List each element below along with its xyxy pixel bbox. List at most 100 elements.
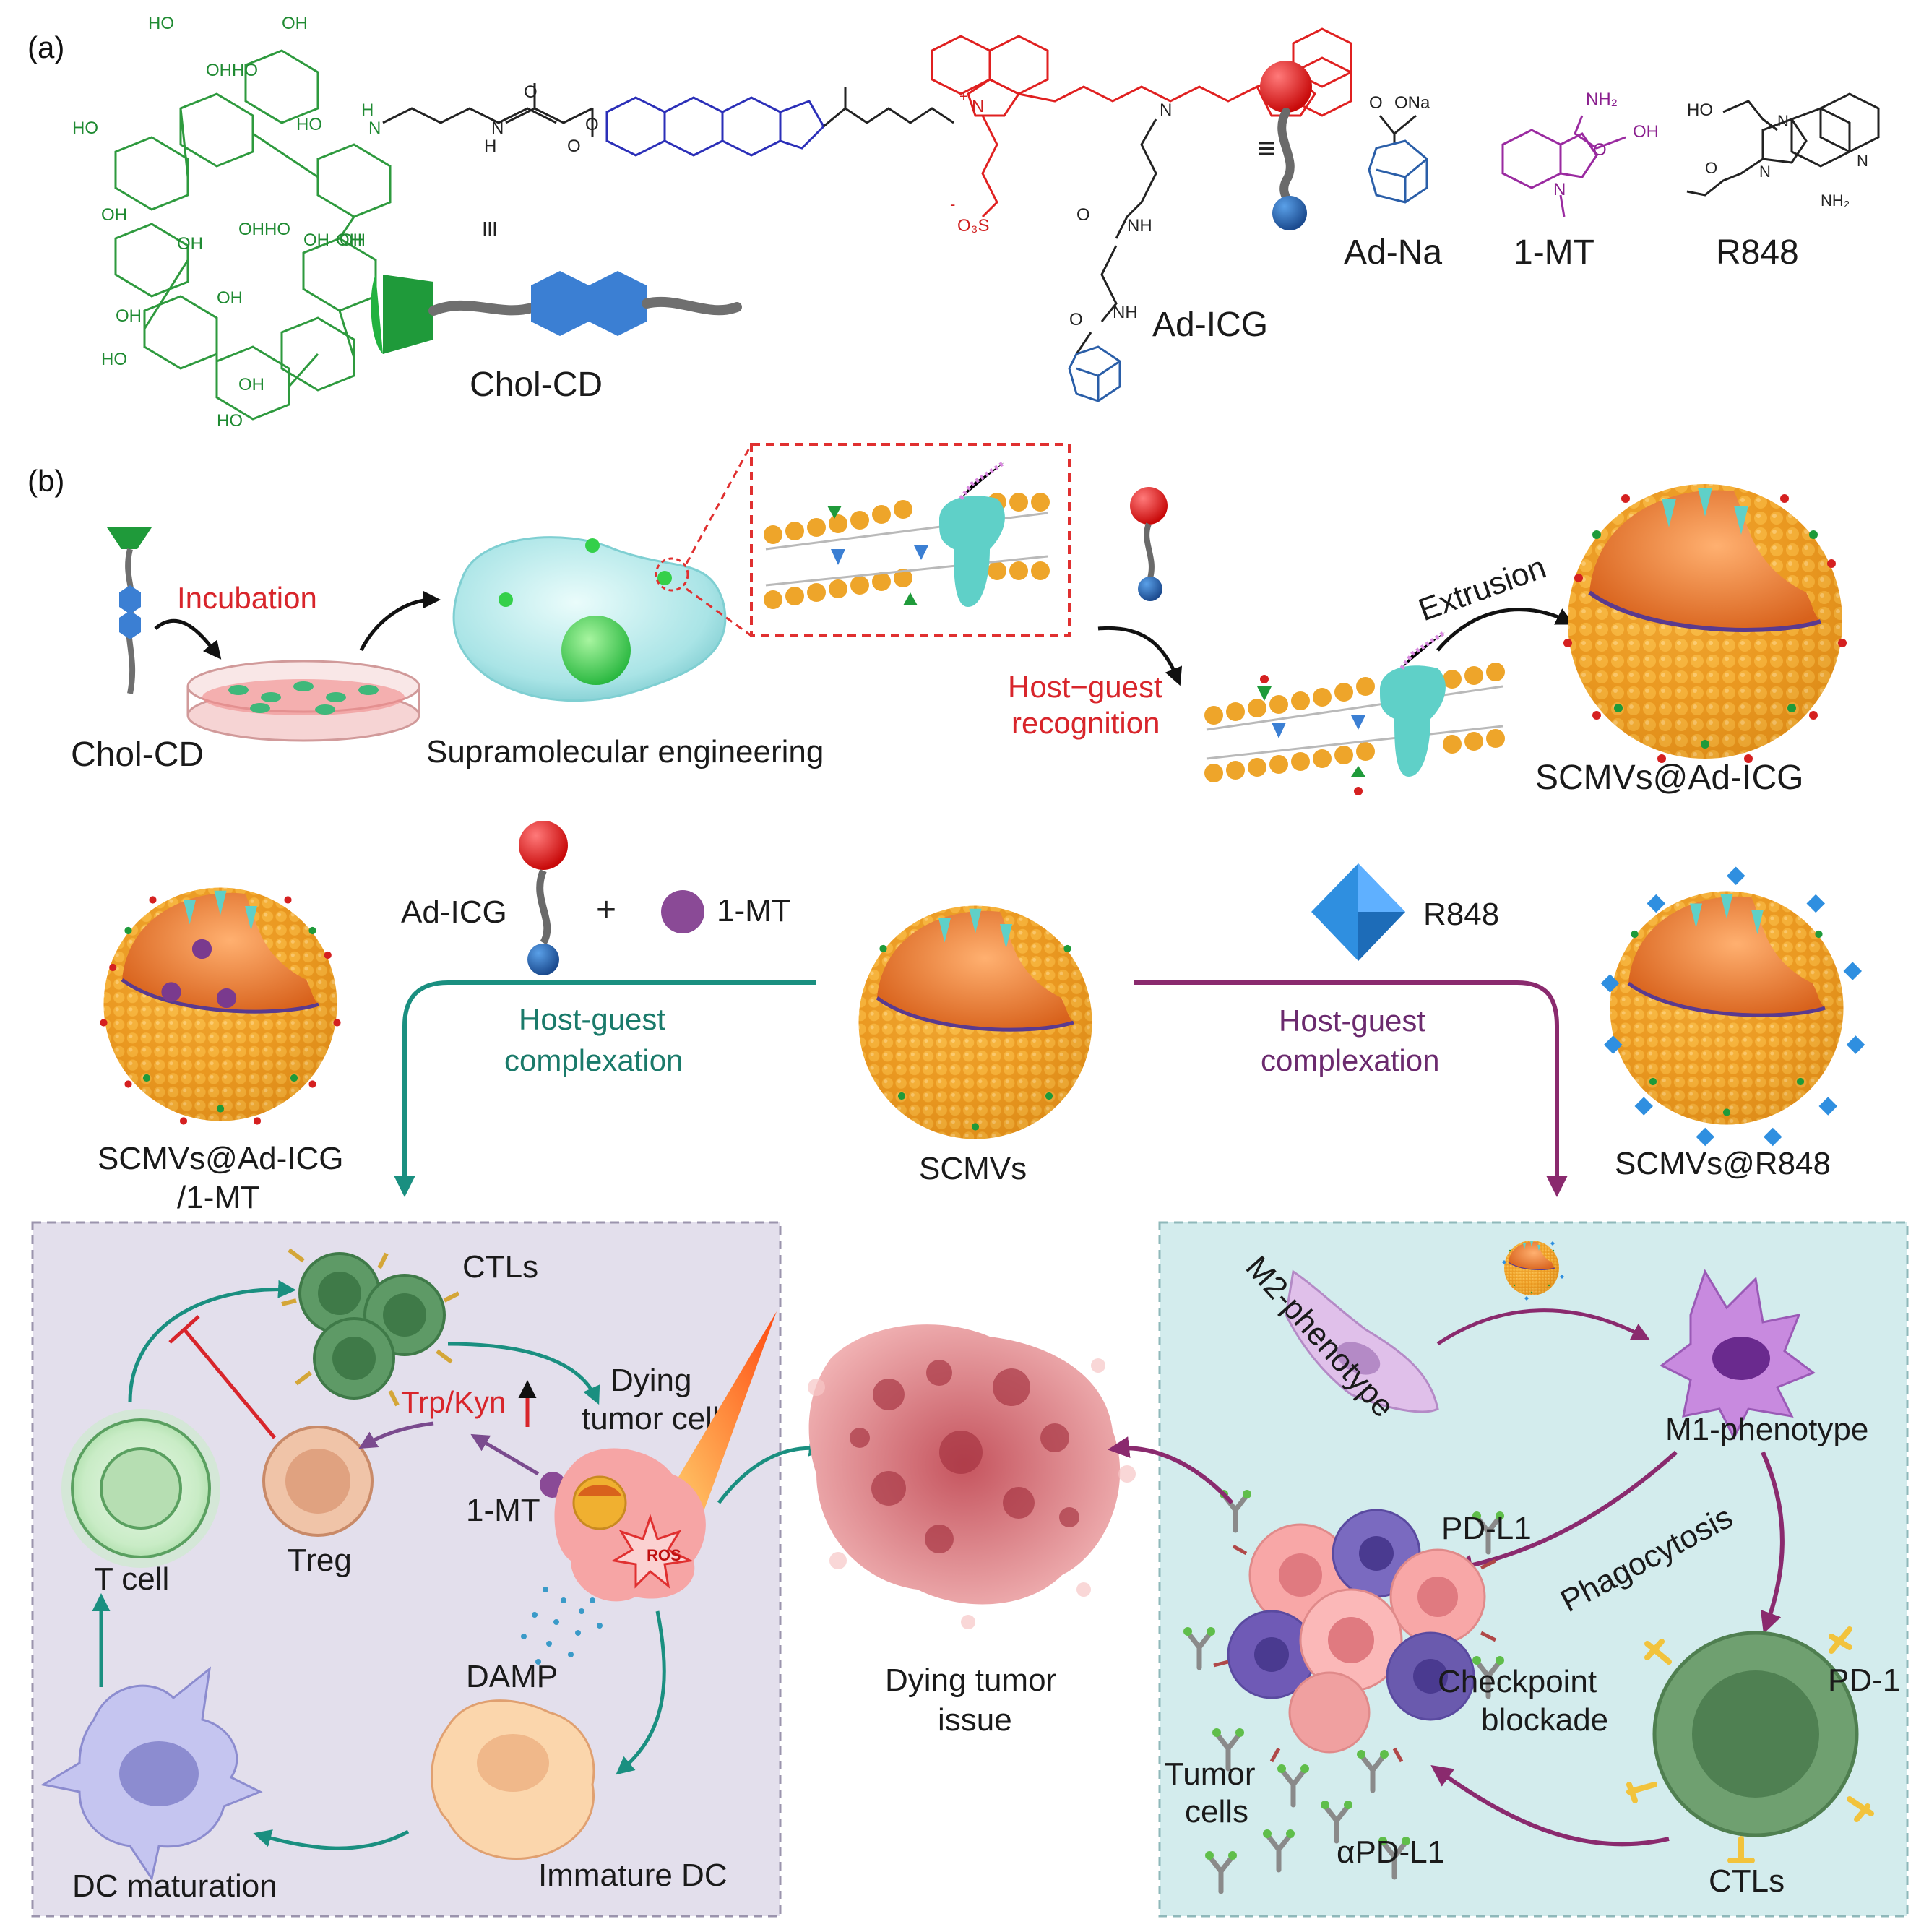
svg-text:HO: HO xyxy=(148,14,174,33)
svg-text:N: N xyxy=(1160,100,1172,120)
r848-label: R848 xyxy=(1716,233,1799,272)
damp-particles xyxy=(521,1587,603,1665)
1-mt-dot-icon xyxy=(661,890,704,933)
svg-text:OHHO: OHHO xyxy=(206,61,258,80)
r848-structure: HO N N N NH₂ O xyxy=(1686,92,1880,210)
t-cell-nucleus xyxy=(100,1447,182,1530)
middle-1-mt-label: 1-MT xyxy=(717,893,791,928)
ad-icg-probe-icon xyxy=(1130,487,1168,601)
chol-cd-process-label: Chol-CD xyxy=(71,736,204,774)
pd-l1-label: PD-L1 xyxy=(1441,1511,1532,1546)
equivalence-sign: ≡ xyxy=(1257,131,1276,166)
dying-tumor-cell-line2: tumor cell xyxy=(582,1401,720,1436)
treg-inhibition-line xyxy=(168,1315,276,1439)
right-complexation-line1: Host-guest xyxy=(1279,1004,1425,1038)
treg-label: Treg xyxy=(288,1543,352,1578)
scmvs-ad-icg-1mt-label-line1: SCMVs@Ad-ICG xyxy=(98,1141,343,1176)
zoom-lines xyxy=(685,444,753,637)
svg-text:HO: HO xyxy=(101,350,127,369)
phagocytosis-arrow xyxy=(1451,1450,1678,1577)
1-mt-label: 1-MT xyxy=(1514,233,1594,272)
svg-text:NH₂: NH₂ xyxy=(1821,191,1850,210)
scmvs-ad-icg-1mt-label-line2: /1-MT xyxy=(177,1180,260,1215)
svg-text:O: O xyxy=(1069,310,1083,329)
svg-text:N: N xyxy=(972,97,984,116)
svg-text:O₃S: O₃S xyxy=(957,216,989,236)
tumor-cells-line2: cells xyxy=(1185,1794,1248,1829)
middle-r848-label: R848 xyxy=(1423,897,1499,932)
host-guest-recognition-line2: recognition xyxy=(1011,706,1160,740)
dying-tumor-tissue xyxy=(808,1324,1136,1629)
ad-icg-label: Ad-ICG xyxy=(1152,306,1268,344)
chol-cd-label: Chol-CD xyxy=(470,366,603,404)
right-to-center-arrow xyxy=(1108,1436,1234,1505)
apd-l1-label: αPD-L1 xyxy=(1337,1834,1445,1870)
kyn-to-treg-arrow xyxy=(358,1421,434,1449)
incubation-label: Incubation xyxy=(177,581,317,615)
scmvs-r848-label: SCMVs@R848 xyxy=(1615,1146,1831,1181)
ctls-to-tumor-arrow xyxy=(1430,1764,1670,1847)
svg-text:OH: OH xyxy=(116,306,142,326)
engineered-cell xyxy=(452,536,727,702)
svg-text:OH: OH xyxy=(238,375,264,394)
r848-crystal-icon xyxy=(1311,863,1405,961)
ros-label: ROS xyxy=(647,1546,681,1564)
svg-text:O: O xyxy=(1076,205,1090,225)
scmvs-r848-vesicle xyxy=(1600,866,1865,1147)
scmvs-vesicle xyxy=(859,906,1092,1139)
immature-dc-cell xyxy=(431,1699,595,1860)
svg-text:HO: HO xyxy=(72,118,98,138)
svg-text:N: N xyxy=(1759,163,1771,181)
svg-text:OH: OH xyxy=(177,234,203,254)
right-ctls-label: CTLs xyxy=(1709,1863,1785,1899)
svg-text:-: - xyxy=(950,195,955,213)
petri-dish-icon xyxy=(186,660,420,742)
right-ctl-cell xyxy=(1626,1626,1874,1863)
ctls-to-tumor-arrow xyxy=(447,1342,600,1405)
svg-text:N: N xyxy=(368,118,381,138)
left-complexation-arrow xyxy=(394,980,816,1197)
to-cell-arrow xyxy=(359,590,441,652)
middle-ad-icg-label: Ad-ICG xyxy=(401,894,507,930)
membrane-zoom xyxy=(764,460,1050,609)
svg-text:NH: NH xyxy=(1113,303,1138,322)
dying-tumor-issue-line1: Dying tumor xyxy=(885,1663,1056,1698)
svg-text:O: O xyxy=(567,137,581,156)
svg-text:H: H xyxy=(361,100,374,120)
svg-text:O: O xyxy=(1369,93,1383,113)
m2-to-m1-arrow xyxy=(1436,1308,1650,1346)
svg-text:OHHO: OHHO xyxy=(238,220,290,239)
m2-macrophage xyxy=(1285,1269,1439,1413)
tumor-cells-line1: Tumor xyxy=(1165,1756,1256,1792)
extrusion-arrow xyxy=(1436,608,1574,652)
1-mt-structure: NH₂ OH O N xyxy=(1501,90,1659,217)
nanoparticle-small xyxy=(1502,1240,1564,1301)
svg-text:OH: OH xyxy=(101,205,127,225)
panel-b-label: (b) xyxy=(27,464,64,498)
ad-icg-cartoon xyxy=(1260,61,1312,230)
host-guest-recognition-line1: Host−guest xyxy=(1008,670,1162,704)
1mt-to-trp-arrow xyxy=(470,1433,540,1476)
panel-a-label: (a) xyxy=(27,30,64,64)
pd-1-label: PD-1 xyxy=(1828,1663,1900,1698)
tcell-to-ctl-arrow xyxy=(128,1280,296,1402)
left-to-center-arrow xyxy=(717,1438,827,1504)
scmvs-ad-icg-label: SCMVs@Ad-ICG xyxy=(1535,759,1803,797)
dying-tumor-cell xyxy=(554,1448,706,1602)
svg-text:O: O xyxy=(585,115,599,134)
left-complexation-line2: complexation xyxy=(504,1043,683,1077)
ctl-cluster xyxy=(281,1248,460,1407)
m1-macrophage xyxy=(1660,1269,1816,1441)
membrane-with-guests xyxy=(1204,630,1505,795)
scmvs-ad-icg-1mt-vesicle xyxy=(100,888,341,1125)
tumor-to-immature-dc-arrow xyxy=(616,1610,666,1775)
svg-text:OH: OH xyxy=(217,288,243,308)
membrane-zoom-box xyxy=(750,443,1071,637)
plus-sign: + xyxy=(596,891,616,929)
svg-text:N: N xyxy=(1857,152,1868,170)
svg-text:NH: NH xyxy=(1127,216,1152,236)
chol-cd-probe-icon xyxy=(107,527,152,694)
svg-text:N: N xyxy=(1777,112,1789,130)
immature-dc-label: Immature DC xyxy=(538,1858,728,1893)
svg-text:OH: OH xyxy=(1633,122,1659,142)
